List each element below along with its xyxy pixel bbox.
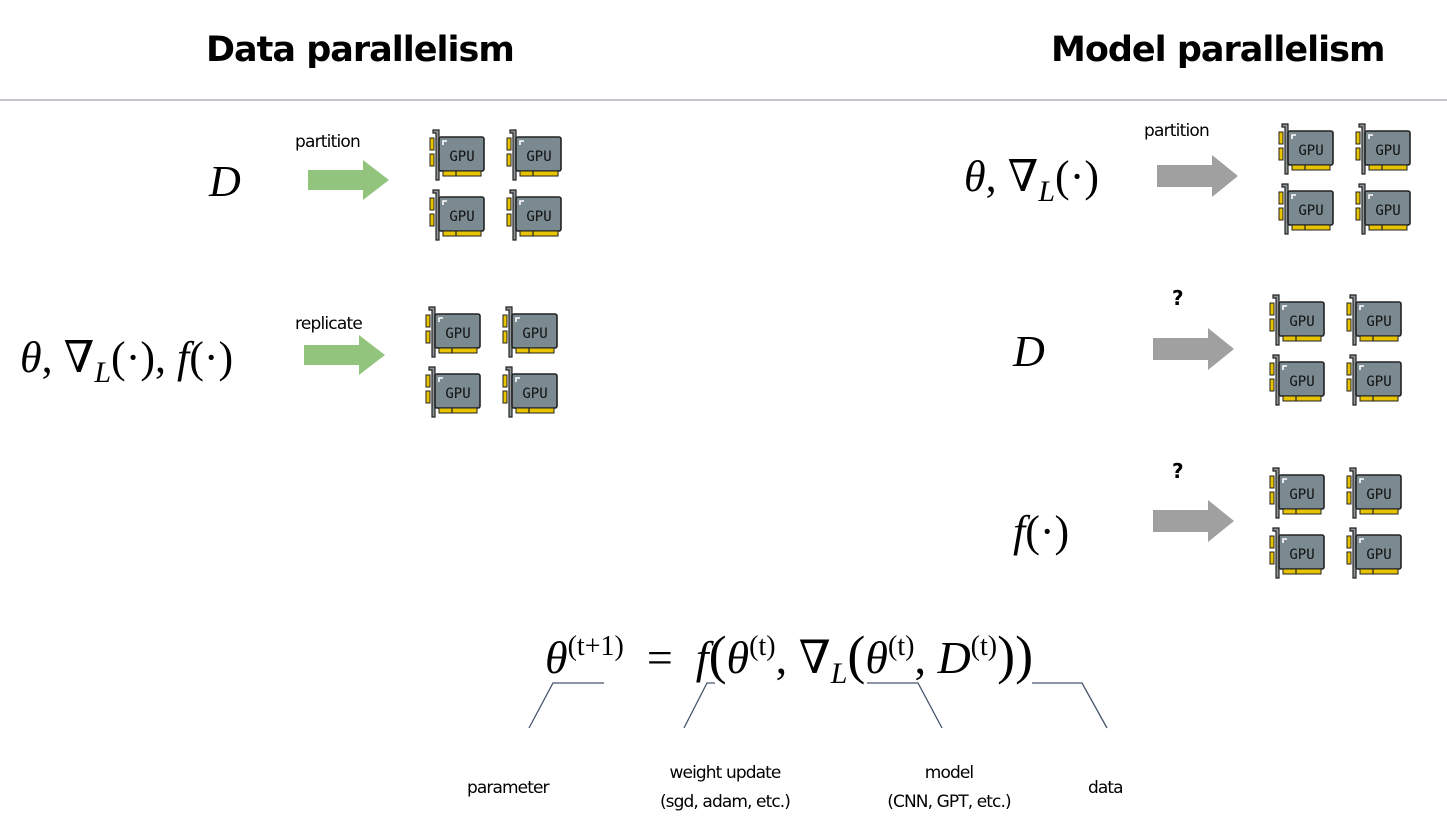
mp-row2-question-mark: ? [1172, 286, 1184, 310]
svg-text:GPU: GPU [522, 326, 547, 342]
gpu-icon: GPU [1346, 294, 1402, 346]
svg-text:GPU: GPU [526, 209, 551, 225]
gpu-icon: GPU [1346, 354, 1402, 406]
dp-row1-input: D [209, 157, 241, 206]
gpu-icon: GPU [1269, 294, 1325, 346]
leader-data [1032, 682, 1108, 729]
svg-text:GPU: GPU [1366, 487, 1391, 503]
model-parallelism-heading: Model parallelism [1051, 30, 1385, 70]
dp-row2-input: θ, ∇L(·), f(·) [20, 333, 234, 389]
gpu-icon: GPU [1269, 354, 1325, 406]
header-divider [0, 99, 1447, 101]
data-parallelism-heading: Data parallelism [206, 30, 515, 70]
mp-row3-question-mark: ? [1172, 459, 1184, 483]
svg-text:GPU: GPU [445, 386, 470, 402]
theta-symbol: θ [20, 333, 42, 382]
mp-row3-arrow-icon [1153, 500, 1234, 542]
mp-row1-gpu-grid: GPU GPU GPU GPU [1275, 122, 1412, 236]
gpu-icon: GPU [1346, 527, 1402, 579]
gpu-icon: GPU [425, 366, 481, 418]
svg-text:GPU: GPU [1298, 143, 1323, 159]
gpu-icon: GPU [1278, 183, 1334, 235]
leader-weight-update [683, 682, 715, 729]
mp-row1-input: θ, ∇L(·) [964, 152, 1100, 208]
mp-row1-arrow-icon [1157, 155, 1238, 197]
svg-text:GPU: GPU [1375, 203, 1400, 219]
dp-row2-gpu-grid: GPU GPU GPU GPU [422, 305, 559, 419]
gpu-icon: GPU [425, 306, 481, 358]
dp-row1-arrow-icon [308, 160, 389, 200]
gpu-icon: GPU [1269, 467, 1325, 519]
svg-text:GPU: GPU [1289, 487, 1314, 503]
svg-text:GPU: GPU [1366, 547, 1391, 563]
dp-row2-action-label: replicate [295, 314, 363, 334]
mp-row2-input: D [1013, 327, 1045, 376]
gpu-icon: GPU [1355, 123, 1411, 175]
leader-parameter [528, 682, 604, 729]
svg-text:GPU: GPU [1289, 547, 1314, 563]
gpu-icon: GPU [502, 306, 558, 358]
dp-row1-gpu-grid: GPU GPU GPU GPU [426, 128, 563, 242]
gpu-icon: GPU [429, 189, 485, 241]
gpu-icon: GPU [1355, 183, 1411, 235]
svg-text:GPU: GPU [1298, 203, 1323, 219]
mp-row1-action-label: partition [1144, 121, 1210, 141]
svg-text:GPU: GPU [1289, 374, 1314, 390]
svg-text:GPU: GPU [1366, 314, 1391, 330]
gpu-icon: GPU [429, 129, 485, 181]
gpu-icon: GPU [1278, 123, 1334, 175]
annotation-model: model (CNN, GPT, etc.) [887, 763, 1011, 812]
svg-text:GPU: GPU [449, 209, 474, 225]
annotation-parameter: parameter [467, 778, 550, 798]
svg-text:GPU: GPU [1375, 143, 1400, 159]
gpu-icon: GPU [506, 129, 562, 181]
mp-row2-gpu-grid: GPU GPU GPU GPU [1266, 293, 1403, 407]
leader-model [867, 682, 943, 729]
annotation-weight-update: weight update (sgd, adam, etc.) [659, 763, 791, 812]
gpu-icon: GPU [506, 189, 562, 241]
gpu-icon: GPU [502, 366, 558, 418]
svg-text:GPU: GPU [522, 386, 547, 402]
dp-row1-action-label: partition [295, 132, 361, 152]
mp-row3-input: f(·) [1013, 507, 1070, 556]
mp-row3-gpu-grid: GPU GPU GPU GPU [1266, 466, 1403, 580]
mp-row2-arrow-icon [1153, 328, 1234, 370]
update-equation: θ(t+1) = f(θ(t), ∇L(θ(t), D(t))) [545, 625, 1034, 690]
svg-text:GPU: GPU [1366, 374, 1391, 390]
annotation-data: data [1088, 778, 1124, 798]
gpu-icon: GPU [1346, 467, 1402, 519]
gpu-icon: GPU [1269, 527, 1325, 579]
svg-text:GPU: GPU [445, 326, 470, 342]
svg-text:GPU: GPU [1289, 314, 1314, 330]
dp-row2-arrow-icon [304, 335, 385, 375]
svg-text:GPU: GPU [449, 149, 474, 165]
svg-text:GPU: GPU [526, 149, 551, 165]
